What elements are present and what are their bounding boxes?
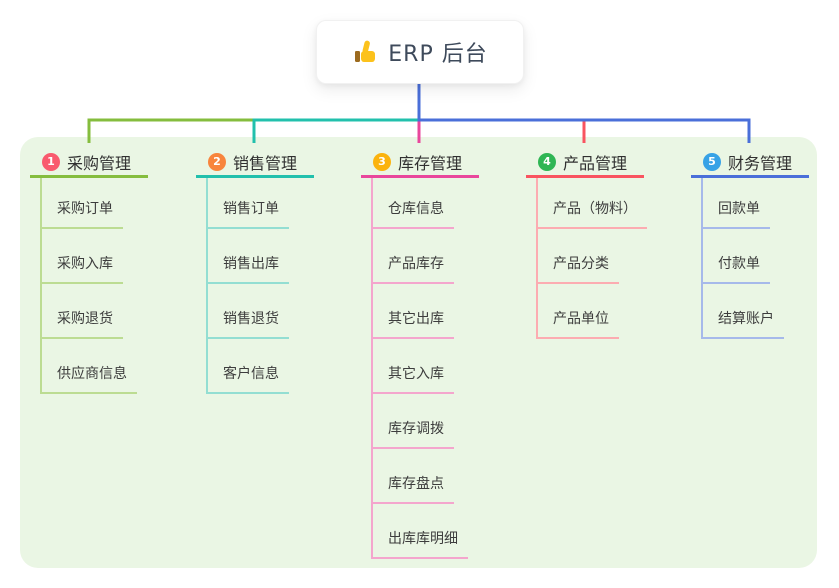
child-node[interactable]: 出库库明细 xyxy=(373,504,479,559)
child-node[interactable]: 销售出库 xyxy=(208,229,314,284)
child-node[interactable]: 采购订单 xyxy=(42,178,148,229)
child-node[interactable]: 产品分类 xyxy=(538,229,644,284)
root-node-label: ERP 后台 xyxy=(388,42,488,67)
branch-title[interactable]: 3 库存管理 xyxy=(361,148,479,178)
child-node-label: 客户信息 xyxy=(208,363,289,394)
child-node[interactable]: 库存盘点 xyxy=(373,449,479,504)
branch-index-badge: 1 xyxy=(42,152,60,171)
child-node[interactable]: 其它出库 xyxy=(373,284,479,339)
branch-index-badge: 5 xyxy=(703,152,721,171)
child-node-label: 回款单 xyxy=(703,198,770,229)
branch-title[interactable]: 4 产品管理 xyxy=(526,148,644,178)
child-node[interactable]: 产品（物料） xyxy=(538,178,647,229)
branch-title[interactable]: 2 销售管理 xyxy=(196,148,314,178)
branch-title[interactable]: 1 采购管理 xyxy=(30,148,148,178)
branch-children: 仓库信息 产品库存 其它出库 其它入库 库存调拨 库存盘点 出库库明细 xyxy=(371,178,479,559)
child-node-label: 采购订单 xyxy=(42,198,123,229)
branch-children: 回款单 付款单 结算账户 xyxy=(701,178,809,339)
child-node-label: 结算账户 xyxy=(703,308,784,339)
child-node-label: 其它入库 xyxy=(373,363,454,394)
child-node[interactable]: 其它入库 xyxy=(373,339,479,394)
child-node[interactable]: 销售订单 xyxy=(208,178,314,229)
child-node-label: 其它出库 xyxy=(373,308,454,339)
branch-node[interactable]: 1 采购管理 采购订单 采购入库 采购退货 供应商信息 xyxy=(30,148,148,394)
child-node-label: 库存调拨 xyxy=(373,418,454,449)
child-node[interactable]: 仓库信息 xyxy=(373,178,479,229)
branch-index-badge: 3 xyxy=(373,152,391,171)
child-node[interactable]: 采购退货 xyxy=(42,284,148,339)
child-node[interactable]: 产品单位 xyxy=(538,284,644,339)
child-node[interactable]: 销售退货 xyxy=(208,284,314,339)
child-node[interactable]: 采购入库 xyxy=(42,229,148,284)
child-node-label: 销售订单 xyxy=(208,198,289,229)
child-node-label: 采购退货 xyxy=(42,308,123,339)
branch-title-label: 库存管理 xyxy=(398,153,463,173)
branch-title-label: 销售管理 xyxy=(233,153,298,173)
branch-node[interactable]: 3 库存管理 仓库信息 产品库存 其它出库 其它入库 库存调拨 库存盘点 出库库… xyxy=(361,148,479,559)
child-node[interactable]: 库存调拨 xyxy=(373,394,479,449)
root-node[interactable]: ERP 后台 xyxy=(316,20,524,84)
branch-title-label: 产品管理 xyxy=(563,153,628,173)
child-node-label: 供应商信息 xyxy=(42,363,137,394)
child-node-label: 库存盘点 xyxy=(373,473,454,504)
branch-node[interactable]: 5 财务管理 回款单 付款单 结算账户 xyxy=(691,148,809,339)
thumbs-up-icon xyxy=(352,39,378,65)
child-node[interactable]: 产品库存 xyxy=(373,229,479,284)
branches-panel xyxy=(20,137,817,568)
child-node-label: 产品库存 xyxy=(373,253,454,284)
child-node-label: 仓库信息 xyxy=(373,198,454,229)
branch-children: 采购订单 采购入库 采购退货 供应商信息 xyxy=(40,178,148,394)
child-node[interactable]: 回款单 xyxy=(703,178,809,229)
branch-node[interactable]: 2 销售管理 销售订单 销售出库 销售退货 客户信息 xyxy=(196,148,314,394)
branch-children: 产品（物料） 产品分类 产品单位 xyxy=(536,178,647,339)
child-node-label: 销售退货 xyxy=(208,308,289,339)
child-node[interactable]: 客户信息 xyxy=(208,339,314,394)
branch-title-label: 采购管理 xyxy=(67,153,132,173)
child-node-label: 采购入库 xyxy=(42,253,123,284)
child-node-label: 销售出库 xyxy=(208,253,289,284)
child-node-label: 出库库明细 xyxy=(373,528,468,559)
child-node-label: 产品单位 xyxy=(538,308,619,339)
branch-title-label: 财务管理 xyxy=(728,153,793,173)
branch-node[interactable]: 4 产品管理 产品（物料） 产品分类 产品单位 xyxy=(526,148,647,339)
child-node[interactable]: 付款单 xyxy=(703,229,809,284)
child-node-label: 产品（物料） xyxy=(538,198,647,229)
branch-title[interactable]: 5 财务管理 xyxy=(691,148,809,178)
branch-children: 销售订单 销售出库 销售退货 客户信息 xyxy=(206,178,314,394)
child-node[interactable]: 结算账户 xyxy=(703,284,809,339)
child-node-label: 付款单 xyxy=(703,253,770,284)
branch-index-badge: 2 xyxy=(208,152,226,171)
child-node-label: 产品分类 xyxy=(538,253,619,284)
branch-index-badge: 4 xyxy=(538,152,556,171)
child-node[interactable]: 供应商信息 xyxy=(42,339,148,394)
